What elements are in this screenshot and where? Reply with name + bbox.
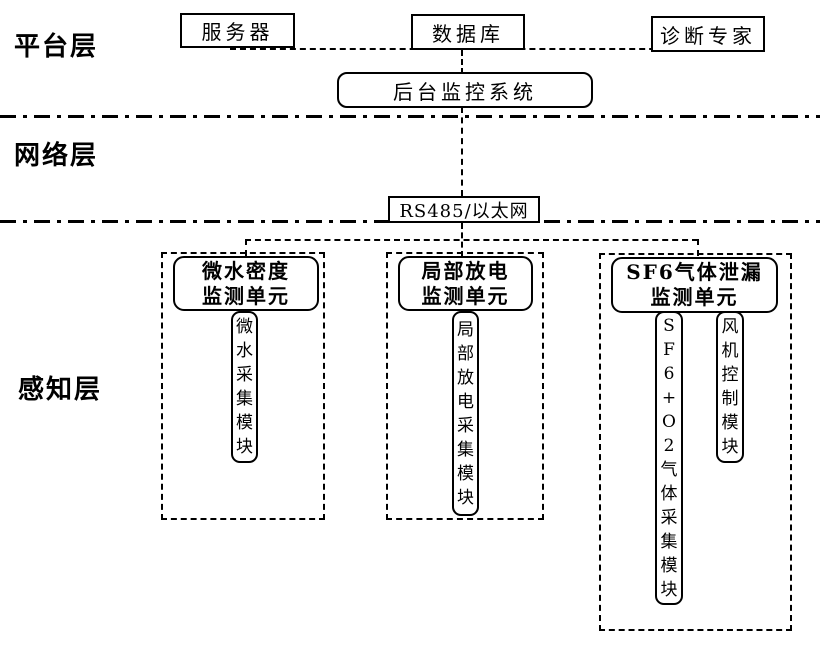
unit-container-sf6-leak xyxy=(599,253,792,631)
database-node: 数据库 xyxy=(411,14,525,50)
connector-backend-bus xyxy=(461,107,463,196)
connector-database-backend xyxy=(461,50,463,74)
module-microwater-collection: 微水采集模块 xyxy=(231,311,258,463)
unit-header-line: 局部放电 xyxy=(421,258,510,283)
unit-header-partial-discharge: 局部放电 监测单元 xyxy=(398,256,533,311)
unit-header-line: 监测单元 xyxy=(421,283,510,308)
unit-header-line: 监测单元 xyxy=(650,285,739,309)
layer-label-platform: 平台层 xyxy=(14,32,99,62)
connector-branch-right-drop xyxy=(697,239,699,256)
unit-container-partial-discharge xyxy=(386,252,544,520)
unit-header-line: 监测单元 xyxy=(202,283,290,308)
layer-divider-platform-network xyxy=(0,115,820,118)
layer-label-network: 网络层 xyxy=(14,141,99,171)
backend-monitoring-node: 后台监控系统 xyxy=(337,72,593,108)
unit-container-microwater xyxy=(161,252,325,520)
module-partial-discharge-collection: 局部放电采集模块 xyxy=(452,311,479,516)
unit-header-line: 微水密度 xyxy=(202,258,290,283)
connector-branch-left-drop xyxy=(245,239,247,256)
connector-branch-horizontal xyxy=(245,239,698,241)
unit-header-sf6-leak: SF6气体泄漏 监测单元 xyxy=(611,257,778,313)
diagnosis-expert-node: 诊断专家 xyxy=(651,16,765,52)
server-node: 服务器 xyxy=(180,13,295,48)
unit-header-line: SF6气体泄漏 xyxy=(626,260,763,284)
module-fan-control: 风机控制模块 xyxy=(716,311,744,463)
unit-header-microwater: 微水密度 监测单元 xyxy=(173,256,319,311)
rs485-ethernet-bus-node: RS485/以太网 xyxy=(388,196,540,223)
layer-label-perception: 感知层 xyxy=(18,375,103,405)
